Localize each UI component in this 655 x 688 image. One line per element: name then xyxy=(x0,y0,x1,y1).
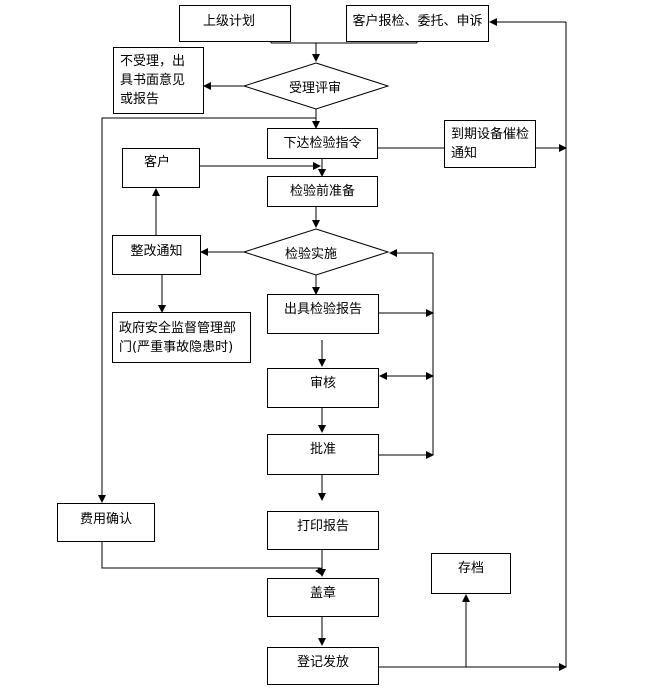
node-register-issue: 登记发放 xyxy=(267,647,379,685)
node-gov-department-label: 政府安全监督管理部门(严重事故隐患时) xyxy=(119,321,237,355)
node-client-label: 客户 xyxy=(143,155,170,170)
node-client-report: 客户报检、委托、申诉 xyxy=(346,5,489,42)
node-client-report-label: 客户报检、委托、申诉 xyxy=(352,14,483,29)
node-approval: 批准 xyxy=(267,434,379,475)
node-register-issue-label: 登记发放 xyxy=(296,655,349,670)
node-issue-report: 出具检验报告 xyxy=(267,294,379,334)
node-print-report: 打印报告 xyxy=(267,511,379,550)
node-archive: 存档 xyxy=(431,553,511,594)
node-rectification-notice-label: 整改通知 xyxy=(130,244,183,259)
node-fee-confirm: 费用确认 xyxy=(57,503,155,542)
node-pre-inspection-prep: 检验前准备 xyxy=(267,176,378,207)
node-due-equipment-notice: 到期设备催检通知 xyxy=(444,120,536,168)
node-approval-label: 批准 xyxy=(309,442,336,457)
node-review-label: 审核 xyxy=(309,376,336,391)
node-superior-plan-label: 上级计划 xyxy=(202,14,255,29)
node-rectification-notice: 整改通知 xyxy=(112,235,201,275)
node-client: 客户 xyxy=(122,148,200,188)
node-print-report-label: 打印报告 xyxy=(296,519,349,534)
node-issue-instruction: 下达检验指令 xyxy=(267,128,378,159)
node-superior-plan: 上级计划 xyxy=(179,5,291,42)
node-archive-label: 存档 xyxy=(457,561,484,576)
node-not-accepted-label: 不受理，出具书面意见或报告 xyxy=(120,54,186,107)
node-issue-report-label: 出具检验报告 xyxy=(283,302,362,317)
node-acceptance-review-label: 受理评审 xyxy=(288,81,341,96)
node-pre-inspection-prep-label: 检验前准备 xyxy=(289,184,355,199)
node-gov-department: 政府安全监督管理部门(严重事故隐患时) xyxy=(112,312,251,363)
node-review: 审核 xyxy=(267,368,379,408)
node-seal: 盖章 xyxy=(267,578,379,617)
connector-review-to-fee xyxy=(101,117,316,500)
node-due-equipment-notice-label: 到期设备催检通知 xyxy=(451,127,530,161)
node-issue-instruction-label: 下达检验指令 xyxy=(283,136,362,151)
node-fee-confirm-label: 费用确认 xyxy=(79,512,132,527)
node-seal-label: 盖章 xyxy=(309,586,336,601)
node-not-accepted: 不受理，出具书面意见或报告 xyxy=(113,47,204,114)
node-inspection-impl-label: 检验实施 xyxy=(284,247,337,262)
